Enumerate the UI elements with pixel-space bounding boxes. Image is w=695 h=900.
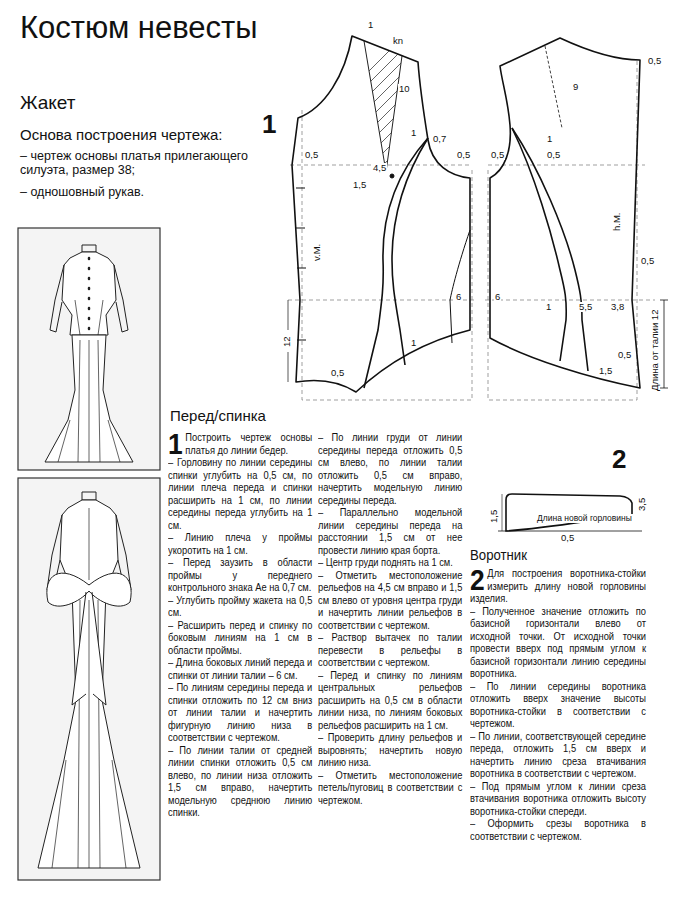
section-heading: Основа построения чертежа: — [20, 126, 223, 143]
instruction-text: – По линии талии от средней линии спинки… — [168, 744, 312, 819]
relief-seam — [512, 128, 566, 361]
collar-outline — [506, 494, 632, 531]
drop-cap: 1 — [168, 432, 183, 456]
dress-collar — [82, 492, 96, 500]
sketch-frame — [18, 478, 160, 880]
text-column: 1Построить чертеж основы платья до линии… — [168, 431, 312, 819]
sketch-frame — [18, 228, 160, 470]
bow-tails — [72, 592, 106, 705]
instruction-text: – По линии груди от линии середины перед… — [318, 431, 462, 506]
side-relief — [450, 230, 470, 343]
instruction-text: – Под прямым углом к линии среза втачива… — [470, 780, 646, 818]
dimension-label: 3,5 — [637, 497, 647, 512]
instruction-text: – Отметить местоположение петель/пуговиц… — [318, 769, 462, 807]
jacket-outline — [60, 500, 118, 585]
dimension-label: 1,5 — [352, 180, 367, 190]
instruction-text: – Полученное значение отложить по базисн… — [470, 605, 646, 680]
relief-seam — [392, 138, 428, 365]
jacket-outline — [62, 252, 116, 335]
instruction-text: – Раствор вытачек по талии перевести в р… — [318, 631, 462, 669]
instruction-text: – Длина боковых линий переда и спинки от… — [168, 656, 312, 681]
dimension-label: 0,5 — [546, 150, 561, 160]
dimension-label: 1 — [410, 128, 417, 138]
relief-seam — [512, 128, 588, 371]
dimension-label: 0,7 — [432, 134, 447, 144]
instruction-text: – Расширить перед и спинку по боковым ли… — [168, 619, 312, 657]
instruction-text: – Перед и спинку по линиям центральных р… — [318, 669, 462, 732]
instruction-text: – Перед заузить в области проймы у перед… — [168, 556, 312, 594]
dimension-label: h.M. — [612, 212, 622, 232]
section-heading: Перед/спинка — [170, 407, 266, 424]
dimension-label: 0,5 — [617, 350, 632, 360]
back-seam — [89, 508, 90, 580]
dimension-label: 3,8 — [610, 302, 625, 312]
dress-collar — [82, 245, 96, 252]
bust-point — [390, 174, 394, 178]
dimension-label: 0,5 — [456, 150, 471, 160]
dimension-label: Длина от талии 12 — [650, 309, 660, 392]
instruction-text: – Центр груди поднять на 1 см. — [318, 556, 462, 569]
instruction-text: – По линии, соответствующей середине пер… — [470, 730, 646, 780]
dimension-label: Длина новой горловины — [536, 514, 633, 523]
instruction-text: – Отметить местоположение рельефов на 4,… — [318, 569, 462, 632]
dimension-label: 6 — [494, 292, 501, 302]
figure-number: 1 — [262, 110, 276, 140]
waist-line — [288, 300, 655, 301]
dimension-label: 1,5 — [598, 366, 613, 376]
pleat-lines — [58, 300, 120, 462]
figure-number: 2 — [612, 445, 626, 475]
dimension-label: v.M. — [312, 243, 322, 262]
skirt-outline — [38, 590, 140, 868]
dart-outline — [364, 41, 402, 172]
instruction-text: – Параллельно модельной линии середины п… — [318, 506, 462, 556]
text-column: – По линии груди от линии середины перед… — [318, 431, 462, 806]
dimension-label: 1 — [545, 302, 552, 312]
section-heading: Жакет — [20, 92, 76, 114]
instruction-text: – Оформить срезы воротника в соответстви… — [470, 817, 646, 842]
dimension-label: 0,5 — [330, 368, 345, 378]
dimension-line — [660, 300, 668, 388]
dimension-label: 0,5 — [304, 150, 319, 160]
instruction-text: Построить чертеж основы платья до линии … — [168, 431, 312, 456]
dart-line — [545, 46, 562, 128]
instruction-text: – По линиям середины переда и спинки отл… — [168, 681, 312, 744]
spec-item: – чертеж основы платья прилегающего силу… — [20, 149, 285, 178]
page-title: Костюм невесты — [20, 10, 258, 46]
dimension-label: 0,5 — [490, 150, 505, 160]
instruction-text: – Линию плеча у проймы укоротить на 1 см… — [168, 531, 312, 556]
dimension-label: 6 — [455, 292, 462, 302]
instruction-text: – Проверить длину рельефов и выровнять; … — [318, 731, 462, 769]
dimension-label: 1,5 — [489, 509, 499, 524]
spec-item: – одношовный рукав. — [20, 185, 285, 199]
dimension-label: 9 — [572, 82, 579, 92]
relief-seam — [364, 138, 428, 388]
back-outline — [490, 38, 640, 388]
dimension-label: 10 — [398, 84, 411, 94]
button-dots — [88, 258, 91, 329]
dimension-label: 1 — [410, 338, 417, 348]
buttonhole-marks — [296, 188, 306, 340]
pleat-lines — [52, 600, 126, 868]
dimension-label: 1 — [367, 20, 374, 30]
dimension-label: 0,5 — [647, 56, 662, 66]
dimension-label: 5,5 — [578, 302, 593, 312]
text-column: Воротник 2Для построения воротника-стойки… — [470, 546, 646, 842]
chest-line — [290, 165, 645, 166]
dimension-label: 4,5 — [372, 163, 387, 173]
dimension-label: 1 — [546, 134, 553, 144]
instruction-text: – Горловину по линии середины спинки угл… — [168, 456, 312, 531]
instruction-text: – По линии середины воротника отложить в… — [470, 680, 646, 730]
dimension-label: 12 — [282, 335, 292, 348]
dimension-label: 0,5 — [640, 256, 655, 266]
hatching — [340, 20, 420, 244]
instruction-text: Для построения воротника-стойки измерить… — [470, 567, 646, 605]
instruction-text: – Углубить пройму жакета на 0,5 см. — [168, 594, 312, 619]
front-outline — [292, 36, 470, 392]
dimension-label: 0,5 — [560, 533, 575, 543]
section-heading: Воротник — [470, 546, 646, 564]
dimension-line — [502, 494, 503, 531]
drop-cap: 2 — [470, 568, 485, 592]
dimension-label: kn — [392, 36, 404, 46]
